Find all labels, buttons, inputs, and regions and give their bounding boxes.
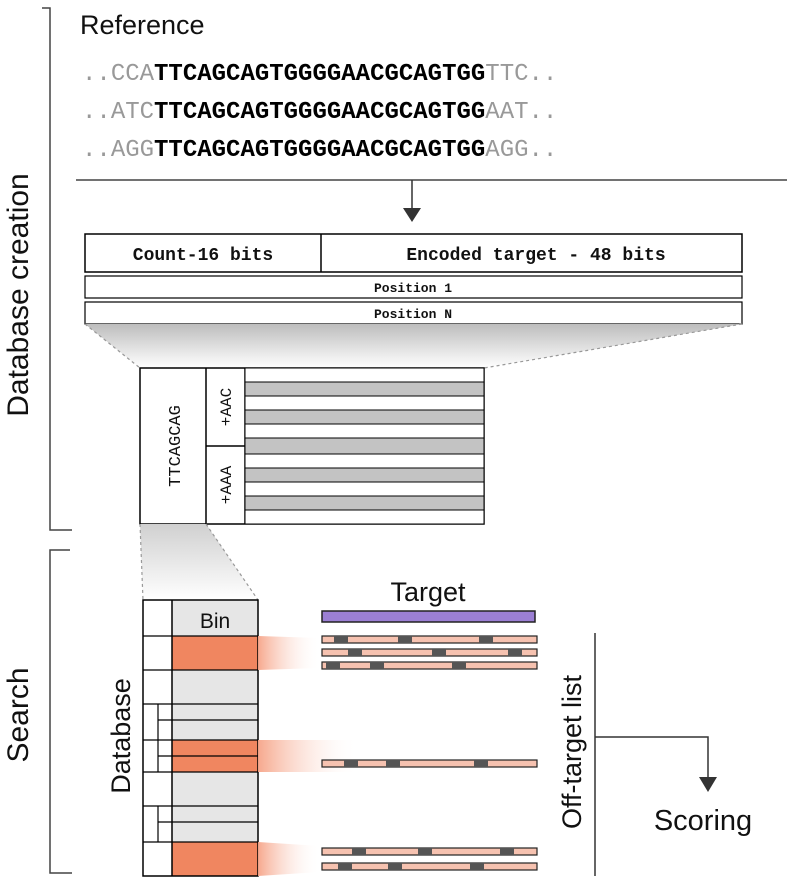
database-frame	[142, 599, 259, 877]
dots-right: ..	[529, 99, 558, 126]
reference-row: ..CCATTCAGCAGTGGGGAACGCAGTGGTTC..	[82, 61, 557, 88]
mismatch-mark	[326, 662, 340, 669]
position-first-label: Position 1	[374, 281, 452, 296]
scoring-label: Scoring	[654, 805, 752, 837]
offtarget-list: Off-target list Scoring	[557, 633, 752, 876]
mismatch-mark	[474, 760, 488, 767]
offtarget-bar	[321, 648, 538, 657]
mismatch-mark	[352, 848, 366, 855]
section-bracket	[49, 549, 72, 874]
mismatch-mark	[479, 636, 493, 643]
scoring-arrow	[595, 736, 709, 782]
mismatch-mark	[370, 662, 384, 669]
count-field-label: Count-16 bits	[133, 246, 273, 266]
target-label: Target	[390, 577, 466, 607]
dots-left: ..	[82, 137, 111, 164]
bin-highlight	[172, 636, 258, 670]
mismatch-mark	[470, 863, 484, 870]
section-search: Search	[2, 549, 72, 874]
offtarget-bars	[321, 635, 538, 871]
core-sequence: TTCAGCAGTGGGGAACGCAGTGG	[154, 61, 485, 88]
offtarget-bar	[321, 661, 538, 670]
core-sequence: TTCAGCAGTGGGGAACGCAGTGG	[154, 137, 485, 164]
mismatch-mark	[348, 649, 362, 656]
record-header-box	[84, 233, 743, 273]
flank-left: CCA	[111, 61, 155, 88]
index-suffix-a-label: +AAC	[218, 388, 236, 426]
mismatch-mark	[344, 760, 358, 767]
flank-right: AGG	[485, 137, 528, 164]
mismatch-mark	[500, 848, 514, 855]
dots-left: ..	[82, 99, 111, 126]
scoring-arrow-head	[699, 777, 717, 792]
position-row-first	[84, 275, 743, 299]
index-table: TTCAGCAG +AAC +AAA	[139, 367, 485, 525]
index-prefix-label: TTCAGCAG	[167, 405, 186, 487]
position-last-label: Position N	[374, 307, 452, 322]
mismatch-mark	[398, 636, 412, 643]
flank-right: TTC	[485, 61, 528, 88]
down-arrow-head	[403, 208, 421, 222]
mismatch-mark	[388, 863, 402, 870]
dots-right: ..	[529, 61, 558, 88]
target-group: Target	[321, 577, 536, 623]
index-rows	[244, 367, 485, 525]
offtarget-bar	[321, 635, 538, 644]
target-field-label: Encoded target - 48 bits	[406, 246, 665, 266]
dots-right: ..	[529, 137, 558, 164]
bin-label: Bin	[200, 610, 230, 633]
bin-link-glow	[258, 636, 320, 670]
zoom-funnel	[85, 324, 742, 368]
section-database-creation: Database creation	[2, 7, 72, 531]
section-label-search: Search	[2, 667, 35, 762]
reference-block: Reference ..CCATTCAGCAGTGGGGAACGCAGTGGTT…	[76, 10, 787, 222]
core-sequence: TTCAGCAGTGGGGAACGCAGTGG	[154, 99, 485, 126]
bin-highlight	[172, 842, 258, 876]
section-label-database-creation: Database creation	[2, 173, 35, 417]
offtarget-bar	[321, 759, 538, 768]
record-block: Count-16 bits Encoded target - 48 bits P…	[84, 233, 743, 325]
target-bar	[321, 610, 536, 623]
database-rows	[143, 635, 258, 843]
flank-right: AAT	[485, 99, 528, 126]
mismatch-mark	[452, 662, 466, 669]
mismatch-mark	[386, 760, 400, 767]
offtarget-list-label: Off-target list	[557, 674, 587, 829]
bin-link-glow	[258, 842, 320, 876]
mismatch-mark	[432, 649, 446, 656]
flank-left: ATC	[111, 99, 154, 126]
reference-row: ..AGGTTCAGCAGTGGGGAACGCAGTGGAGG..	[82, 137, 557, 164]
mismatch-mark	[508, 649, 522, 656]
mismatch-mark	[338, 863, 352, 870]
mismatch-mark	[334, 636, 348, 643]
zoom-funnel	[140, 524, 258, 600]
reference-row: ..ATCTTCAGCAGTGGGGAACGCAGTGGAAT..	[82, 99, 557, 126]
offtarget-bar	[321, 847, 538, 856]
zoom-guide	[139, 523, 144, 601]
reference-title: Reference	[80, 10, 205, 40]
dots-left: ..	[82, 61, 111, 88]
index-suffix-b-label: +AAA	[218, 465, 236, 504]
search-database: Database Bin	[106, 599, 358, 877]
zoom-guide	[483, 323, 743, 369]
section-bracket	[42, 7, 72, 531]
offtarget-bar	[321, 862, 538, 871]
mismatch-mark	[418, 848, 432, 855]
flank-left: AGG	[111, 137, 154, 164]
database-label: Database	[106, 678, 136, 794]
